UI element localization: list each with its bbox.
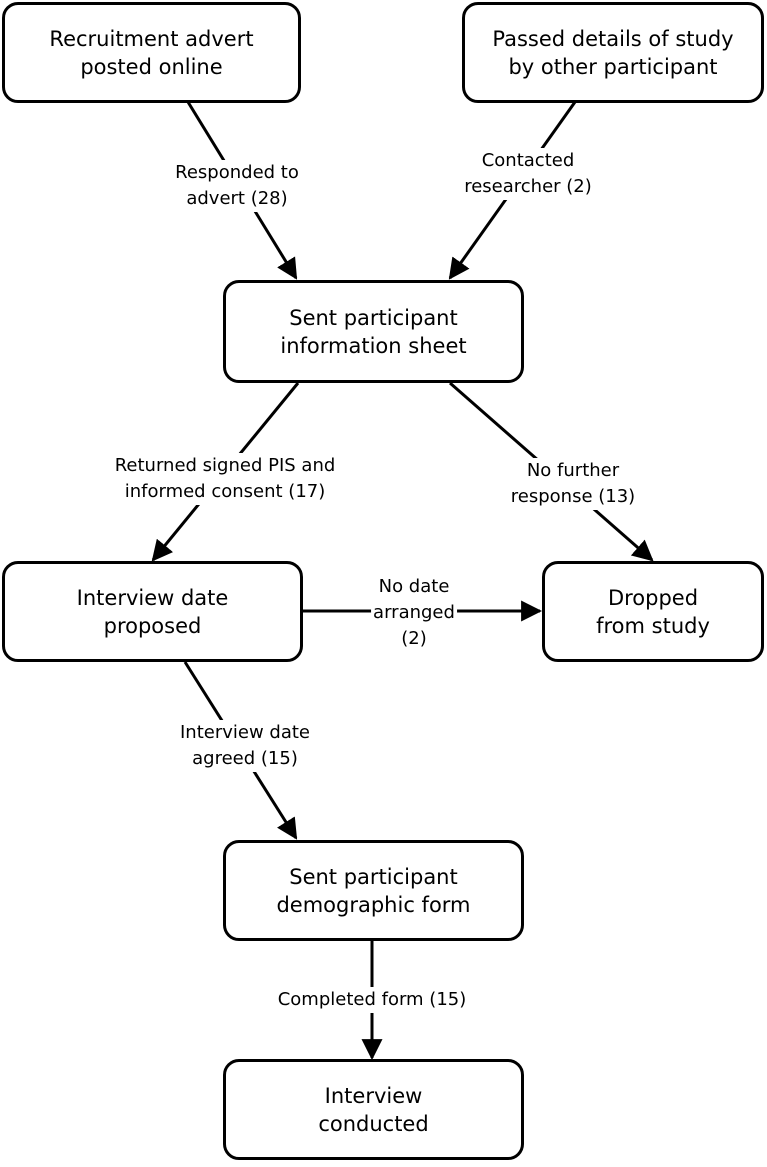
node-demographic-form: Sent participant demographic form xyxy=(223,840,524,941)
edge-label-responded: Responded to advert (28) xyxy=(173,160,301,212)
edge-label-completed: Completed form (15) xyxy=(275,987,469,1013)
node-dropped-from-study: Dropped from study xyxy=(542,561,764,662)
edge-label-agreed: Interview date agreed (15) xyxy=(177,720,313,772)
edge-label-no-further: No further response (13) xyxy=(508,458,638,510)
node-interview-conducted: Interview conducted xyxy=(223,1059,524,1160)
edge-label-no-date: No date arranged (2) xyxy=(371,574,457,652)
node-passed-details: Passed details of study by other partici… xyxy=(462,2,764,103)
node-recruitment-advert: Recruitment advert posted online xyxy=(2,2,301,103)
node-interview-date-proposed: Interview date proposed xyxy=(2,561,303,662)
edge-label-returned: Returned signed PIS and informed consent… xyxy=(112,453,338,505)
node-participant-information-sheet: Sent participant information sheet xyxy=(223,280,524,383)
edge-label-contacted: Contacted researcher (2) xyxy=(462,148,594,200)
